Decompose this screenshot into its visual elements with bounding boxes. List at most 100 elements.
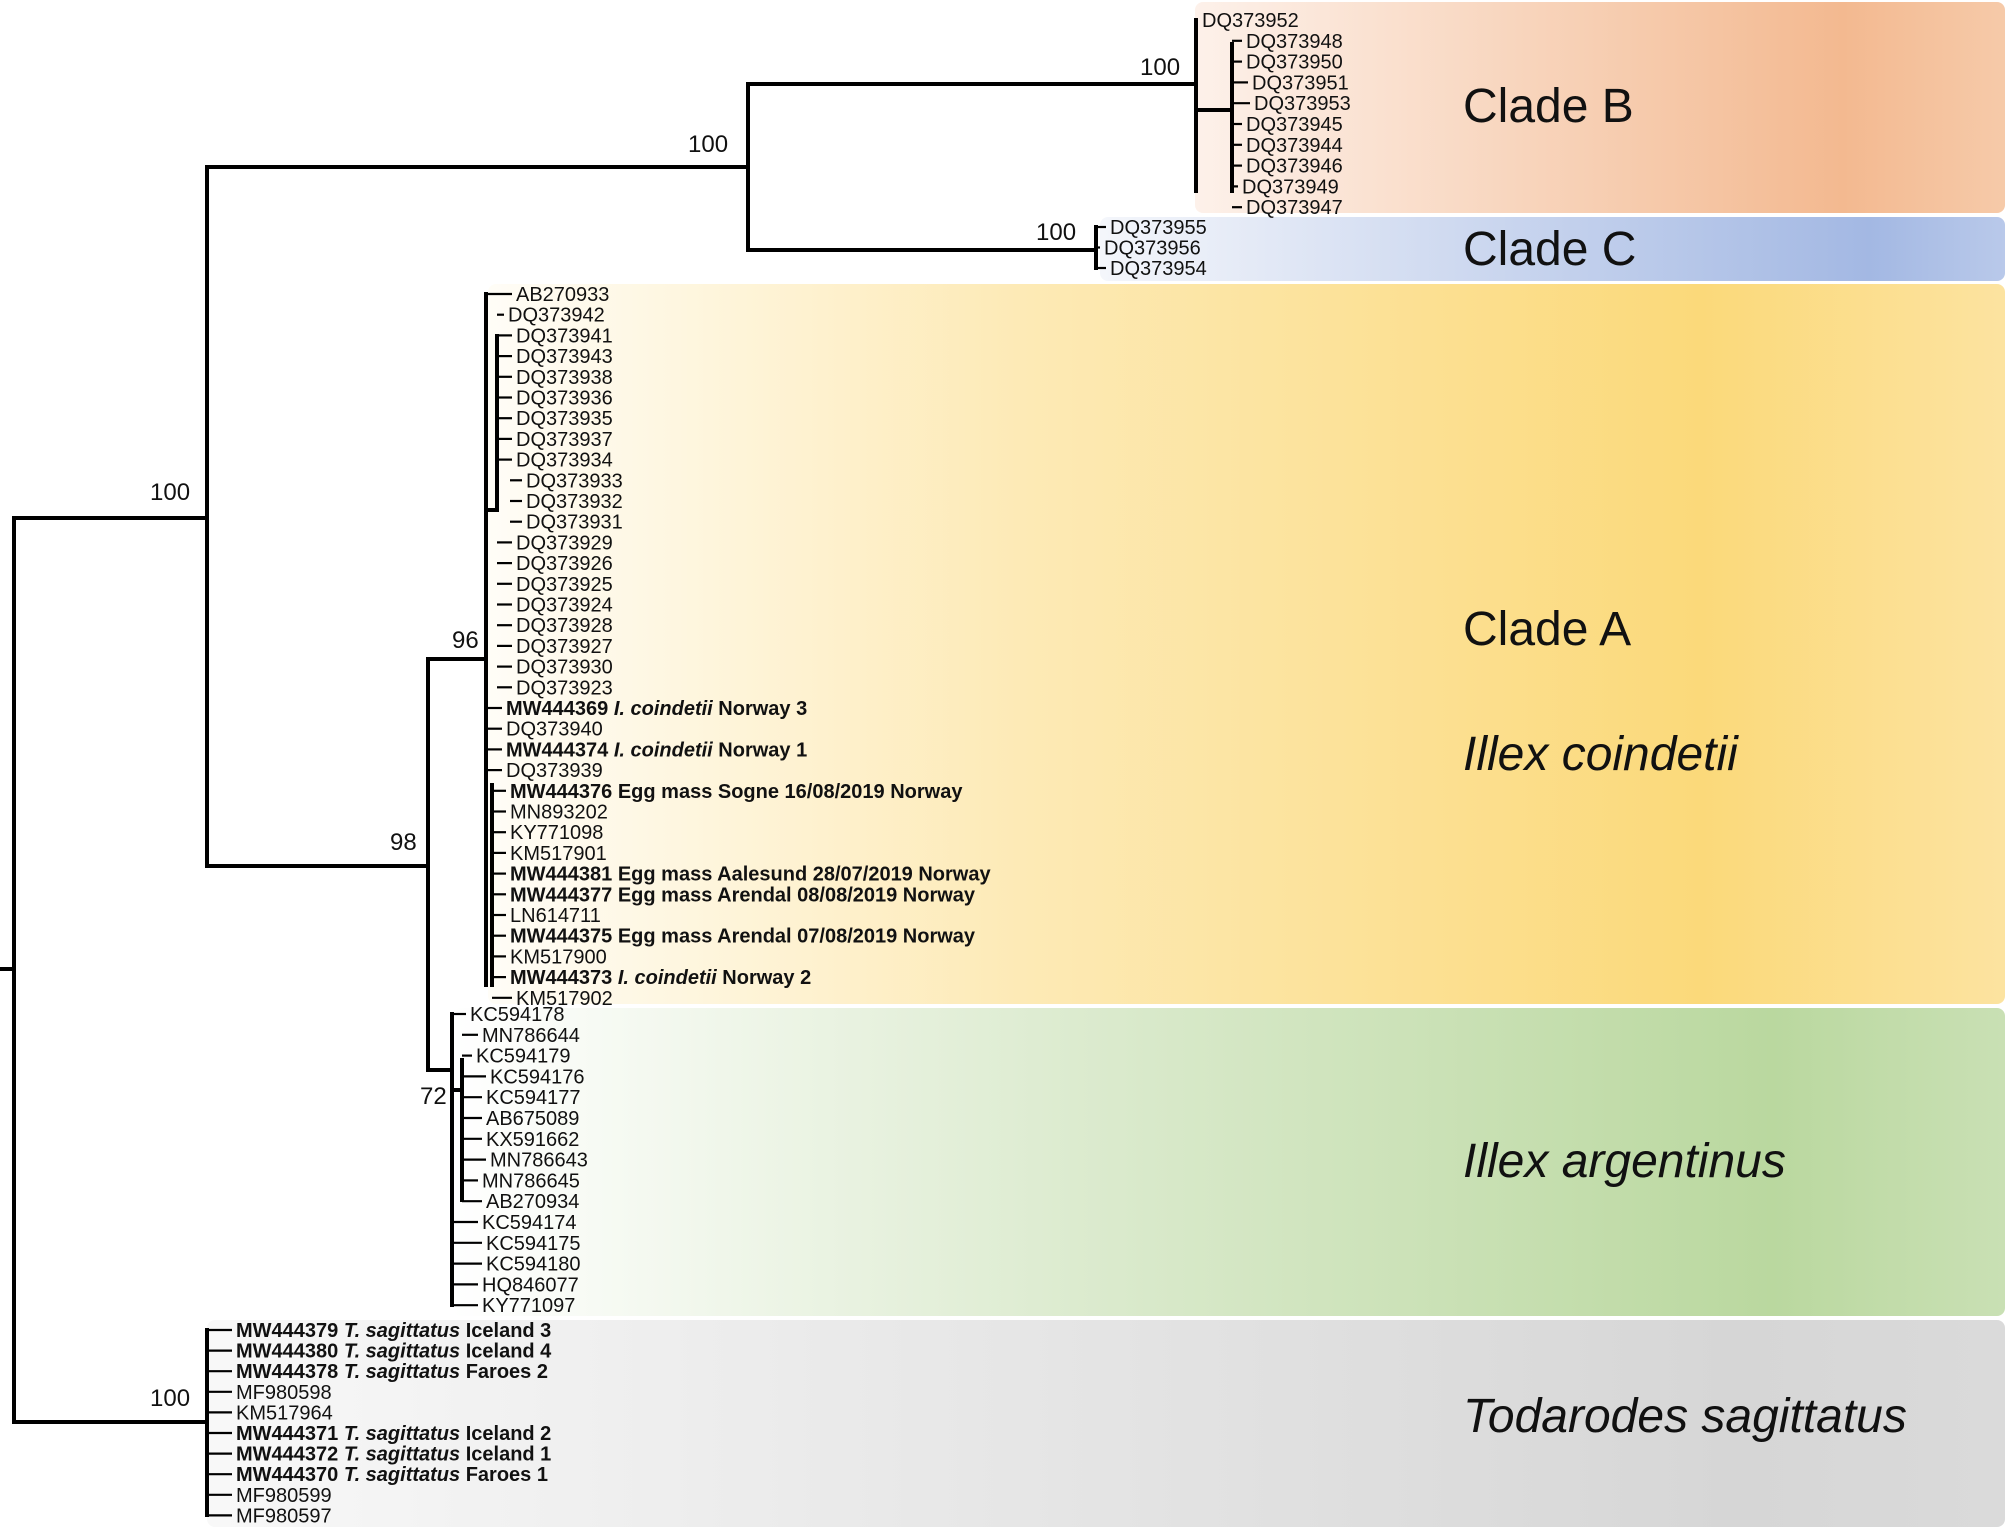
- accession-id: KX591662: [486, 1129, 579, 1151]
- accession-id: HQ846077: [482, 1274, 579, 1296]
- accession-id: MW444376: [510, 781, 612, 803]
- leaf-label: KC594175: [486, 1233, 581, 1255]
- accession-id: DQ373936: [516, 388, 613, 410]
- clade-a-band: [488, 284, 2005, 1004]
- tree-branches: [0, 18, 1234, 1517]
- leaf-label: KC594179: [476, 1046, 571, 1068]
- support-clade-b: 100: [1140, 54, 1180, 81]
- leaf-label: MW444372 T. sagittatus Iceland 1: [236, 1444, 551, 1466]
- support-clade-c: 100: [1036, 219, 1076, 246]
- leaf-label: MW444376 Egg mass Sogne 16/08/2019 Norwa…: [510, 781, 963, 803]
- leaf-label: LN614711: [510, 905, 601, 927]
- species-name: T. sagittatus: [338, 1341, 460, 1363]
- leaf-label: DQ373942: [508, 305, 605, 327]
- support-root-upper: 100: [150, 479, 190, 506]
- illex-coindetii-label: Illex coindetii: [1463, 728, 1739, 781]
- accession-id: DQ373939: [506, 760, 603, 782]
- accession-id: MW444371: [236, 1423, 338, 1445]
- leaf-label: DQ373948: [1246, 31, 1343, 53]
- sample-description: Norway 1: [713, 739, 807, 761]
- sample-description: Egg mass Arendal 08/08/2019 Norway: [612, 884, 976, 906]
- accession-id: DQ373927: [516, 636, 613, 658]
- accession-id: KC594180: [486, 1254, 581, 1276]
- leaf-label: DQ373933: [526, 470, 623, 492]
- leaf-label: DQ373938: [516, 367, 613, 389]
- leaf-label: KX591662: [486, 1129, 579, 1151]
- sample-description: Norway 3: [713, 698, 807, 720]
- accession-id: DQ373955: [1110, 217, 1207, 239]
- sample-description: Iceland 4: [460, 1341, 552, 1363]
- support-values: 100 100 100 100 98 96 72 100: [150, 54, 1180, 1412]
- leaf-label: DQ373937: [516, 429, 613, 451]
- accession-id: DQ373924: [516, 595, 613, 617]
- species-name: T. sagittatus: [338, 1423, 460, 1445]
- accession-id: KM517901: [510, 843, 607, 865]
- species-name: I. coindetii: [608, 739, 713, 761]
- leaf-label: MW444371 T. sagittatus Iceland 2: [236, 1423, 551, 1445]
- clade-labels: Clade B Clade C Clade A Illex coindetii …: [1463, 80, 1907, 1443]
- sample-description: Norway 2: [717, 967, 811, 989]
- leaf-label: MW444373 I. coindetii Norway 2: [510, 967, 811, 989]
- leaf-label: DQ373928: [516, 615, 613, 637]
- leaf-label: DQ373924: [516, 595, 613, 617]
- species-name: I. coindetii: [612, 967, 717, 989]
- todarodes-band: [207, 1320, 2005, 1527]
- accession-id: AB675089: [486, 1108, 579, 1130]
- leaf-label: DQ373927: [516, 636, 613, 658]
- accession-id: MW444380: [236, 1341, 338, 1363]
- support-illex: 98: [390, 829, 417, 856]
- leaf-label: MW444379 T. sagittatus Iceland 3: [236, 1320, 551, 1342]
- clade-b-band: [1195, 2, 2005, 213]
- accession-id: MW444369: [506, 698, 608, 720]
- leaf-label: MW444374 I. coindetii Norway 1: [506, 739, 807, 761]
- leaf-label: DQ373944: [1246, 135, 1343, 157]
- accession-id: DQ373941: [516, 325, 613, 347]
- accession-id: KM517964: [236, 1402, 333, 1424]
- leaf-label: MW444378 T. sagittatus Faroes 2: [236, 1361, 548, 1383]
- illex-argentinus-band: [452, 1008, 2005, 1316]
- species-name: T. sagittatus: [338, 1361, 460, 1383]
- leaf-label: MW444370 T. sagittatus Faroes 1: [236, 1464, 548, 1486]
- leaf-label: KM517901: [510, 843, 607, 865]
- leaf-label: KC594176: [490, 1066, 585, 1088]
- support-bc: 100: [688, 131, 728, 158]
- accession-id: DQ373953: [1254, 93, 1351, 115]
- accession-id: DQ373926: [516, 553, 613, 575]
- support-argentinus: 72: [420, 1083, 447, 1110]
- species-name: I. coindetii: [608, 698, 713, 720]
- leaf-label: KC594178: [470, 1004, 565, 1026]
- leaf-label: DQ373950: [1246, 52, 1343, 74]
- accession-id: DQ373944: [1246, 135, 1343, 157]
- leaf-labels: DQ373952DQ373948DQ373950DQ373951DQ373953…: [236, 10, 1351, 1527]
- leaf-label: DQ373953: [1254, 93, 1351, 115]
- leaf-label: AB675089: [486, 1108, 579, 1130]
- leaf-label: DQ373956: [1104, 238, 1201, 260]
- leaf-twigs: [207, 18, 1250, 1517]
- leaf-label: DQ373930: [516, 657, 613, 679]
- clade-a-label: Clade A: [1463, 603, 1631, 656]
- sample-description: Iceland 2: [460, 1423, 551, 1445]
- accession-id: DQ373945: [1246, 114, 1343, 136]
- leaf-label: KY771097: [482, 1295, 575, 1317]
- accession-id: MN786643: [490, 1150, 588, 1172]
- leaf-label: DQ373952: [1202, 10, 1299, 32]
- leaf-label: DQ373954: [1110, 258, 1207, 280]
- accession-id: DQ373948: [1246, 31, 1343, 53]
- support-todarodes: 100: [150, 1385, 190, 1412]
- leaf-label: DQ373934: [516, 450, 613, 472]
- sample-description: Iceland 3: [460, 1320, 551, 1342]
- accession-id: MN786645: [482, 1170, 580, 1192]
- leaf-label: DQ373946: [1246, 156, 1343, 178]
- accession-id: MN786644: [482, 1025, 580, 1047]
- todarodes-label: Todarodes sagittatus: [1463, 1390, 1907, 1443]
- species-name: T. sagittatus: [338, 1464, 460, 1486]
- accession-id: DQ373940: [506, 719, 603, 741]
- leaf-label: DQ373931: [526, 512, 623, 534]
- leaf-label: KC594174: [482, 1212, 577, 1234]
- accession-id: MW444377: [510, 884, 612, 906]
- leaf-label: AB270934: [486, 1191, 579, 1213]
- accession-id: DQ373925: [516, 574, 613, 596]
- accession-id: DQ373956: [1104, 238, 1201, 260]
- leaf-label: DQ373932: [526, 491, 623, 513]
